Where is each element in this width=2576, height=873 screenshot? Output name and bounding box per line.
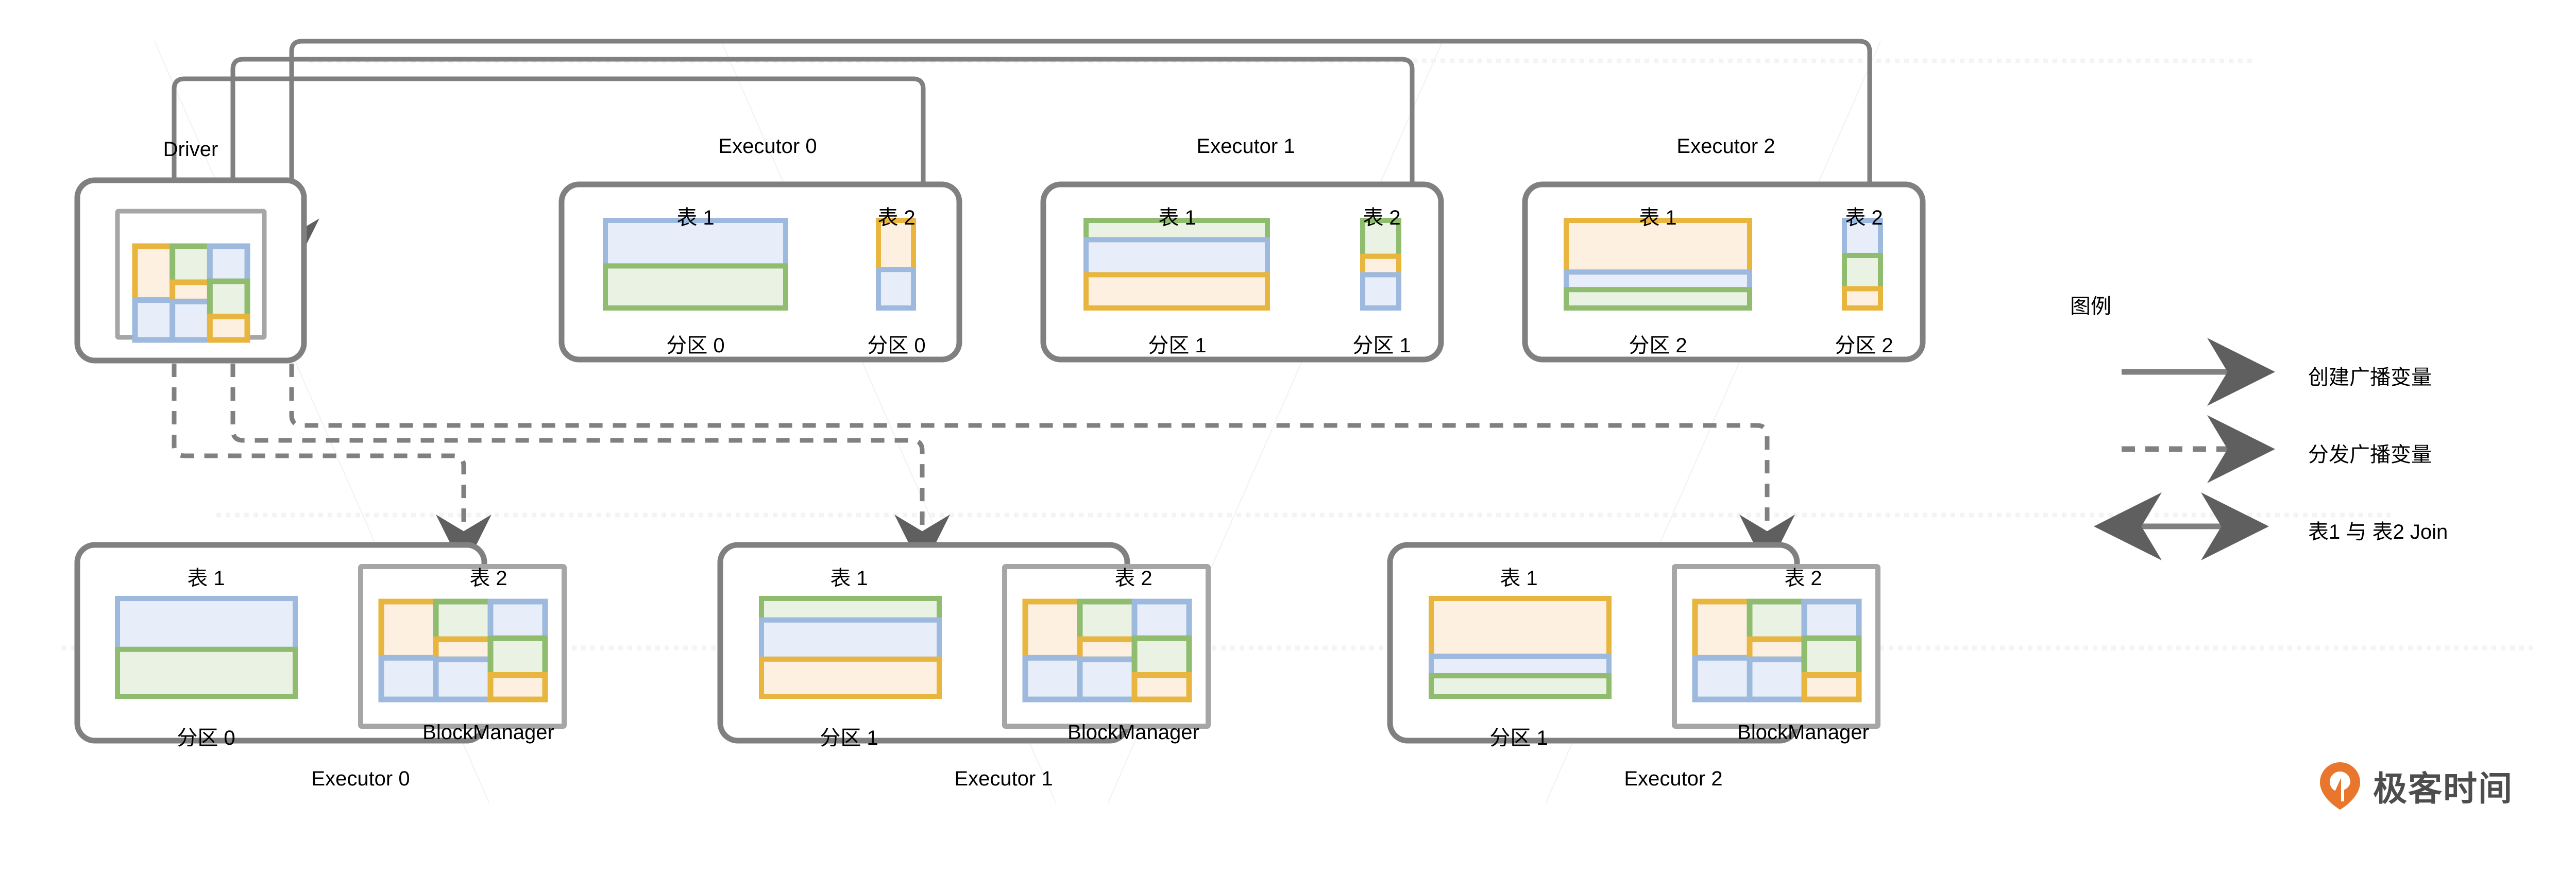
top-exec1-table1-label: 表 1: [1158, 207, 1196, 229]
geekbang-pin-icon: [2320, 762, 2360, 810]
bot-exec1-table1-bar-1: [759, 617, 942, 662]
bot-exec1-table1-label: 表 1: [830, 567, 868, 590]
top-exec0-table2-bar-1: [876, 267, 916, 311]
create-arrow-exec1: [205, 57, 1415, 274]
bottom-executor-2-title: Executor 2: [1624, 767, 1723, 790]
geekbang-logo-text: 极客时间: [2373, 769, 2513, 808]
top-exec1-table1-bar-2: [1083, 272, 1270, 311]
bot-exec0-blockmanager-label: BlockManager: [422, 721, 554, 744]
bot-exec2-table2-grid-cell-2-2: [1801, 672, 1862, 703]
bottom-executor-0-title: Executor 0: [311, 767, 410, 790]
bot-exec0-table2-grid-cell-2-0: [487, 598, 548, 641]
create-broadcast-arrows: [146, 39, 1872, 274]
bot-exec2-table1-bar-1: [1429, 654, 1612, 679]
top-exec2-table2-label: 表 2: [1845, 207, 1883, 229]
top-exec0-table2-label: 表 2: [877, 207, 916, 229]
driver-title: Driver: [163, 138, 218, 161]
top-executor-1-title: Executor 1: [1196, 135, 1295, 158]
legend-item-0-label: 创建广播变量: [2308, 366, 2432, 389]
top-exec1-partition2-label: 分区 1: [1352, 334, 1411, 357]
bot-exec1-partition-label: 分区 1: [820, 727, 878, 749]
bot-exec2-table1-bar-2: [1429, 673, 1612, 699]
bot-exec2-table2-grid-cell-0-0: [1692, 598, 1753, 661]
legend-item-2-label: 表1 与 表2 Join: [2308, 521, 2448, 543]
top-exec2-table1-bar-1: [1564, 269, 1752, 293]
top-exec2-partition2-label: 分区 2: [1835, 334, 1893, 357]
geekbang-logo: 极客时间: [2318, 761, 2513, 811]
distribute-arrow-exec2: [289, 340, 1795, 570]
bot-exec2-table1-bar-0: [1429, 596, 1612, 659]
top-exec1-table2-label: 表 2: [1363, 207, 1401, 229]
bot-exec0-table2-grid-cell-2-2: [487, 672, 548, 703]
top-executor-0-title: Executor 0: [718, 135, 817, 158]
top-exec0-table1-label: 表 1: [676, 207, 715, 229]
bot-exec1-table2-grid-cell-0-1: [1022, 655, 1083, 703]
top-exec1-partition1-label: 分区 1: [1148, 334, 1207, 357]
bot-exec0-table2-grid-cell-0-1: [378, 655, 439, 703]
top-exec0-table1-bar-1: [603, 263, 788, 311]
bot-exec0-table1-label: 表 1: [187, 567, 225, 590]
top-exec2-table1-bar-0: [1564, 218, 1752, 275]
create-arrow-exec0: [146, 76, 926, 274]
bot-exec0-table1-bar-1: [115, 646, 298, 699]
bot-exec0-table2-grid-cell-1-1: [433, 636, 494, 662]
top-executor-2-title: Executor 2: [1676, 135, 1775, 158]
bot-exec2-blockmanager-label: BlockManager: [1737, 721, 1869, 744]
legend-title: 图例: [2070, 295, 2111, 318]
driver-grid-cell-2-1: [207, 278, 250, 319]
distribute-broadcast-arrows: [172, 340, 1795, 570]
top-exec2-partition1-label: 分区 2: [1629, 334, 1687, 357]
bottom-executor-1-title: Executor 1: [954, 767, 1053, 790]
bot-exec1-table2-grid-cell-2-2: [1131, 672, 1192, 703]
bot-exec1-table1-bar-2: [759, 656, 942, 699]
driver-grid-cell-0-1: [132, 297, 176, 343]
bot-exec2-table1-label: 表 1: [1500, 567, 1538, 590]
bot-exec1-blockmanager-label: BlockManager: [1067, 721, 1199, 744]
legend-item-1-label: 分发广播变量: [2308, 443, 2432, 466]
top-exec2-table1-label: 表 1: [1639, 207, 1677, 229]
top-exec0-table2-bar-0: [876, 218, 916, 272]
top-exec0-table1-bar-0: [603, 218, 788, 269]
top-exec2-table2-bar-2: [1842, 286, 1883, 311]
create-arrow-exec2: [264, 39, 1872, 274]
top-exec0-partition1-label: 分区 0: [666, 334, 725, 357]
bot-exec2-table2-label: 表 2: [1784, 567, 1822, 590]
distribute-arrow-exec0: [172, 340, 492, 570]
bot-exec2-table2-grid-cell-0-1: [1692, 655, 1753, 703]
top-exec0-partition2-label: 分区 0: [867, 334, 926, 357]
top-exec1-table2-bar-1: [1360, 253, 1401, 278]
bot-exec0-partition-label: 分区 0: [177, 727, 235, 749]
top-exec2-table1-bar-2: [1564, 287, 1752, 311]
driver-grid-cell-2-2: [207, 314, 250, 343]
top-exec1-table2-bar-2: [1360, 272, 1401, 311]
bot-exec0-table2-label: 表 2: [469, 567, 507, 590]
bot-exec1-table2-label: 表 2: [1114, 567, 1153, 590]
bot-exec2-partition-label: 分区 1: [1489, 727, 1548, 749]
distribute-arrow-exec1: [230, 340, 950, 570]
